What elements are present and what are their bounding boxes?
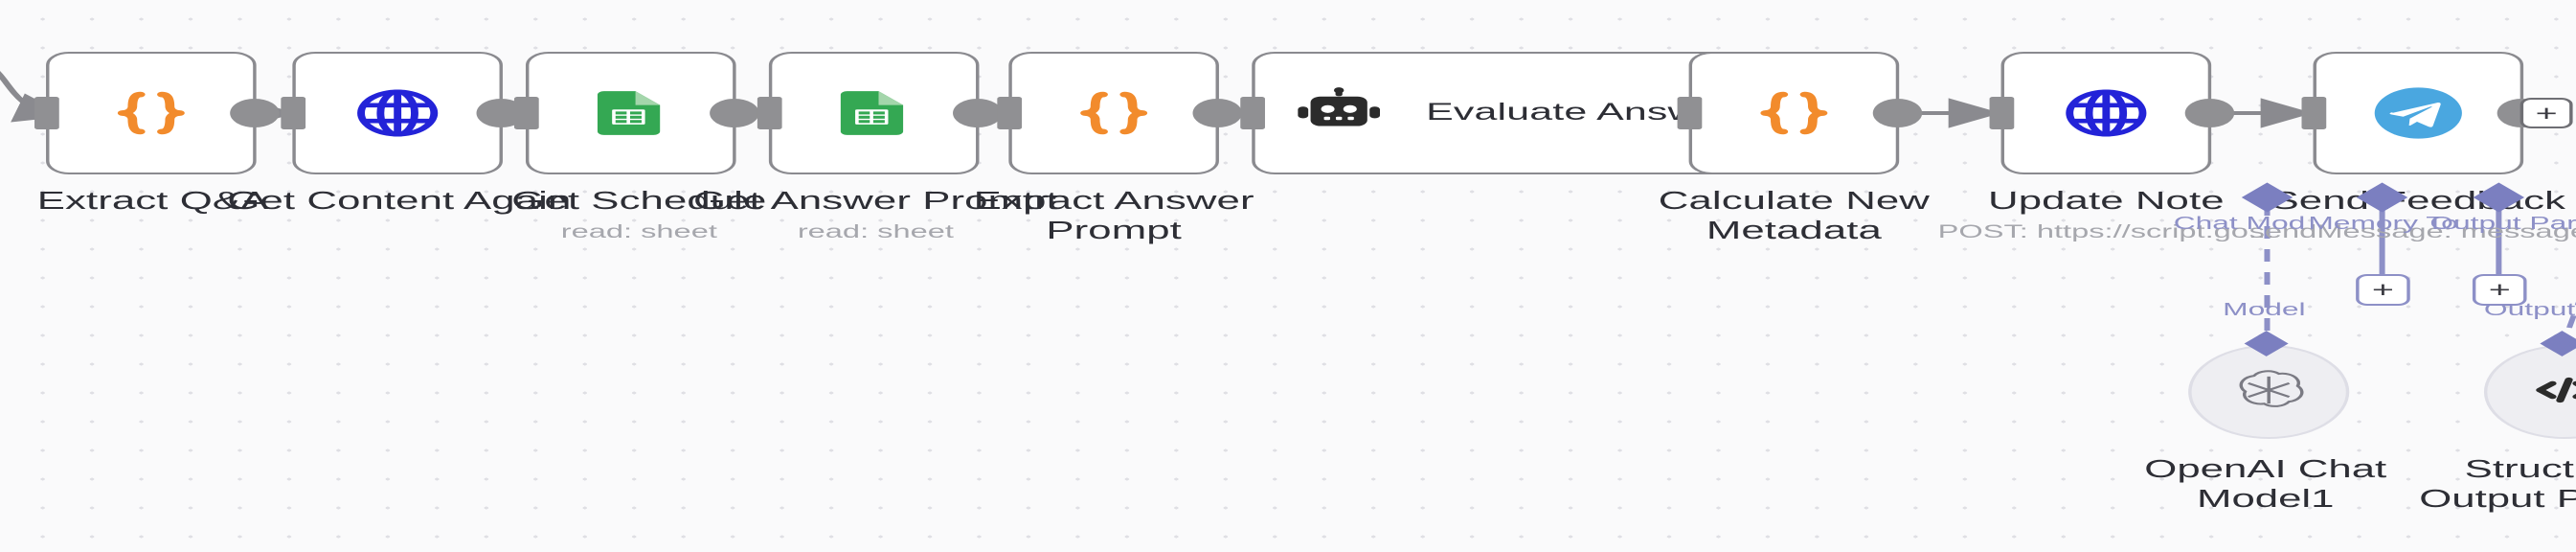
caption-send-feedback: Send Feedback sendMessage: message xyxy=(2163,187,2576,245)
code-braces-icon xyxy=(101,83,202,143)
globe-icon xyxy=(2055,83,2157,143)
google-sheets-icon xyxy=(580,83,682,143)
input-port[interactable] xyxy=(2301,97,2327,129)
connector-label-chat-model: Chat Mod xyxy=(2173,213,2306,233)
node-title: Extract Answer Prompt xyxy=(973,188,1254,245)
node-subtitle: POST: https://script.go... xyxy=(1937,222,2275,243)
input-port[interactable] xyxy=(513,97,539,129)
node-subtitle: read: sheet xyxy=(797,222,954,243)
node-title: Update Note xyxy=(1988,188,2225,215)
subnode-caption-parser: Structured Output Parser1 xyxy=(2419,456,2576,514)
node-subtitle: read: sheet xyxy=(560,222,717,243)
input-port[interactable] xyxy=(34,97,59,129)
node-title: Calculate New Metadata xyxy=(1658,188,1930,245)
add-memory-node-button[interactable]: + xyxy=(2356,274,2410,306)
google-sheets-icon xyxy=(823,83,924,143)
subnode-openai-chat-model-1[interactable] xyxy=(2188,345,2350,439)
node-send-feedback[interactable] xyxy=(2301,52,2547,174)
globe-icon xyxy=(347,83,448,143)
node-title: Send Feedback xyxy=(2271,188,2566,215)
caption-extract-answer-prompt: Extract Answer Prompt xyxy=(859,187,1368,246)
node-title: Get Content Again xyxy=(227,188,572,215)
subnode-port-label-model: Model xyxy=(2223,299,2306,319)
subnode-structured-output-parser-1[interactable] xyxy=(2483,345,2576,439)
code-braces-icon xyxy=(1743,83,1844,143)
caption-get-content-again: Get Content Again xyxy=(145,187,654,217)
add-tool-node-button[interactable]: + xyxy=(2472,274,2527,306)
output-port[interactable] xyxy=(953,99,1003,127)
connector-label-output-parser: Output Parser xyxy=(2429,213,2576,233)
output-port[interactable] xyxy=(1872,99,1923,127)
caption-get-schedule: Get Schedule read: sheet xyxy=(384,187,893,245)
output-port[interactable] xyxy=(710,99,759,127)
input-port[interactable] xyxy=(757,97,782,129)
openai-icon xyxy=(2231,368,2307,417)
node-get-schedule[interactable] xyxy=(513,52,759,174)
node-extract-qa[interactable] xyxy=(34,52,280,174)
caption-get-answer-prompt: Get Answer Prompt read: sheet xyxy=(621,187,1130,245)
input-port[interactable] xyxy=(1989,97,2015,129)
output-port[interactable] xyxy=(1192,99,1242,127)
node-calculate-new-metadata[interactable] xyxy=(1677,52,1923,174)
output-port[interactable] xyxy=(2184,99,2235,127)
code-braces-icon xyxy=(1063,83,1164,143)
node-title: Extract Q&A xyxy=(36,188,269,215)
input-port[interactable] xyxy=(997,97,1023,129)
node-title: Get Schedule xyxy=(511,188,767,215)
node-extract-answer-prompt[interactable] xyxy=(997,52,1242,174)
subnode-caption-openai: OpenAI Chat Model1 xyxy=(2144,456,2387,514)
node-get-answer-prompt[interactable] xyxy=(757,52,1003,174)
caption-calculate-new-metadata: Calculate New Metadata xyxy=(1539,187,2048,246)
node-subtitle: sendMessage: message xyxy=(2248,222,2576,243)
caption-update-note: Update Note POST: https://script.go... xyxy=(1851,187,2361,245)
input-port[interactable] xyxy=(281,97,306,129)
input-port[interactable] xyxy=(1240,97,1265,129)
add-next-node-button[interactable]: + xyxy=(2520,98,2573,128)
output-port[interactable] xyxy=(230,99,280,127)
input-port[interactable] xyxy=(1677,97,1703,129)
telegram-icon xyxy=(2367,83,2469,143)
caption-extract-qa: Extract Q&A xyxy=(0,187,407,217)
node-update-note[interactable] xyxy=(1989,52,2235,174)
node-title: Get Answer Prompt xyxy=(693,188,1058,215)
robot-icon xyxy=(1291,85,1387,141)
code-tag-icon xyxy=(2527,368,2576,417)
node-get-content-again[interactable] xyxy=(281,52,526,174)
